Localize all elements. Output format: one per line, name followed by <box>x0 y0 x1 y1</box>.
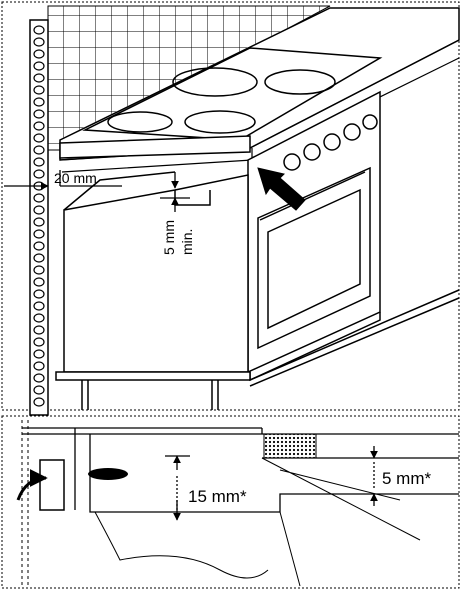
cabinet-carcass <box>63 171 249 373</box>
detail-bracket <box>39 459 65 511</box>
counter-gap-dimension <box>165 455 190 521</box>
strip-hole <box>33 97 45 107</box>
top-gap-value-label: 5 mm <box>161 220 177 255</box>
strip-hole <box>33 241 45 251</box>
top-gap-suffix-label: min. <box>179 229 195 255</box>
side-gap-dimension <box>4 170 122 190</box>
plinth <box>55 289 460 410</box>
strip-hole <box>33 229 45 239</box>
oven-knobs <box>283 114 378 171</box>
hob-front-bar <box>59 135 251 159</box>
hob-glass <box>82 47 383 141</box>
side-gap-label: 20 mm <box>54 170 97 186</box>
strip-hole <box>33 49 45 59</box>
oven-gap-label: 5 mm* <box>382 469 432 488</box>
hob-zones <box>107 67 336 134</box>
strip-hole <box>33 109 45 119</box>
detail-worktop <box>22 427 459 513</box>
strip-hole <box>33 361 45 371</box>
strip-hole <box>33 301 45 311</box>
strip-hole <box>33 25 45 35</box>
insert-arrow <box>257 167 306 211</box>
strip-hole <box>33 61 45 71</box>
strip-hole <box>33 289 45 299</box>
strip-hole <box>33 169 45 179</box>
strip-hole <box>33 193 45 203</box>
strip-hole <box>33 325 45 335</box>
cabinet-side-strip <box>29 19 49 416</box>
upper-frame <box>1 1 460 411</box>
strip-hole <box>33 157 45 167</box>
strip-hole <box>33 85 45 95</box>
top-gap-dimension <box>160 172 190 212</box>
strip-hole <box>33 313 45 323</box>
strip-hole <box>33 73 45 83</box>
upper-view: 20 mm 5 mm min. <box>1 1 460 416</box>
detail-slot <box>88 468 128 480</box>
strip-hole <box>33 265 45 275</box>
strip-hole <box>33 253 45 263</box>
strip-hole <box>33 397 45 407</box>
strip-hole <box>33 121 45 131</box>
detail-view: 15 mm* 5 mm* <box>1 415 460 589</box>
detail-seal <box>263 433 317 459</box>
strip-hole <box>33 217 45 227</box>
strip-hole <box>33 337 45 347</box>
strip-hole <box>33 277 45 287</box>
strip-hole <box>33 385 45 395</box>
strip-hole <box>33 133 45 143</box>
strip-hole <box>33 145 45 155</box>
detail-cut-edge <box>94 511 301 587</box>
strip-hole <box>33 349 45 359</box>
counter-gap-label: 15 mm* <box>188 487 247 506</box>
detail-wall <box>21 420 29 586</box>
detail-oven-lines <box>261 457 421 541</box>
detail-fix-arrow <box>16 469 48 501</box>
detail-frame <box>1 415 460 589</box>
strip-hole <box>33 37 45 47</box>
strip-hole <box>33 373 45 383</box>
strip-hole <box>33 205 45 215</box>
